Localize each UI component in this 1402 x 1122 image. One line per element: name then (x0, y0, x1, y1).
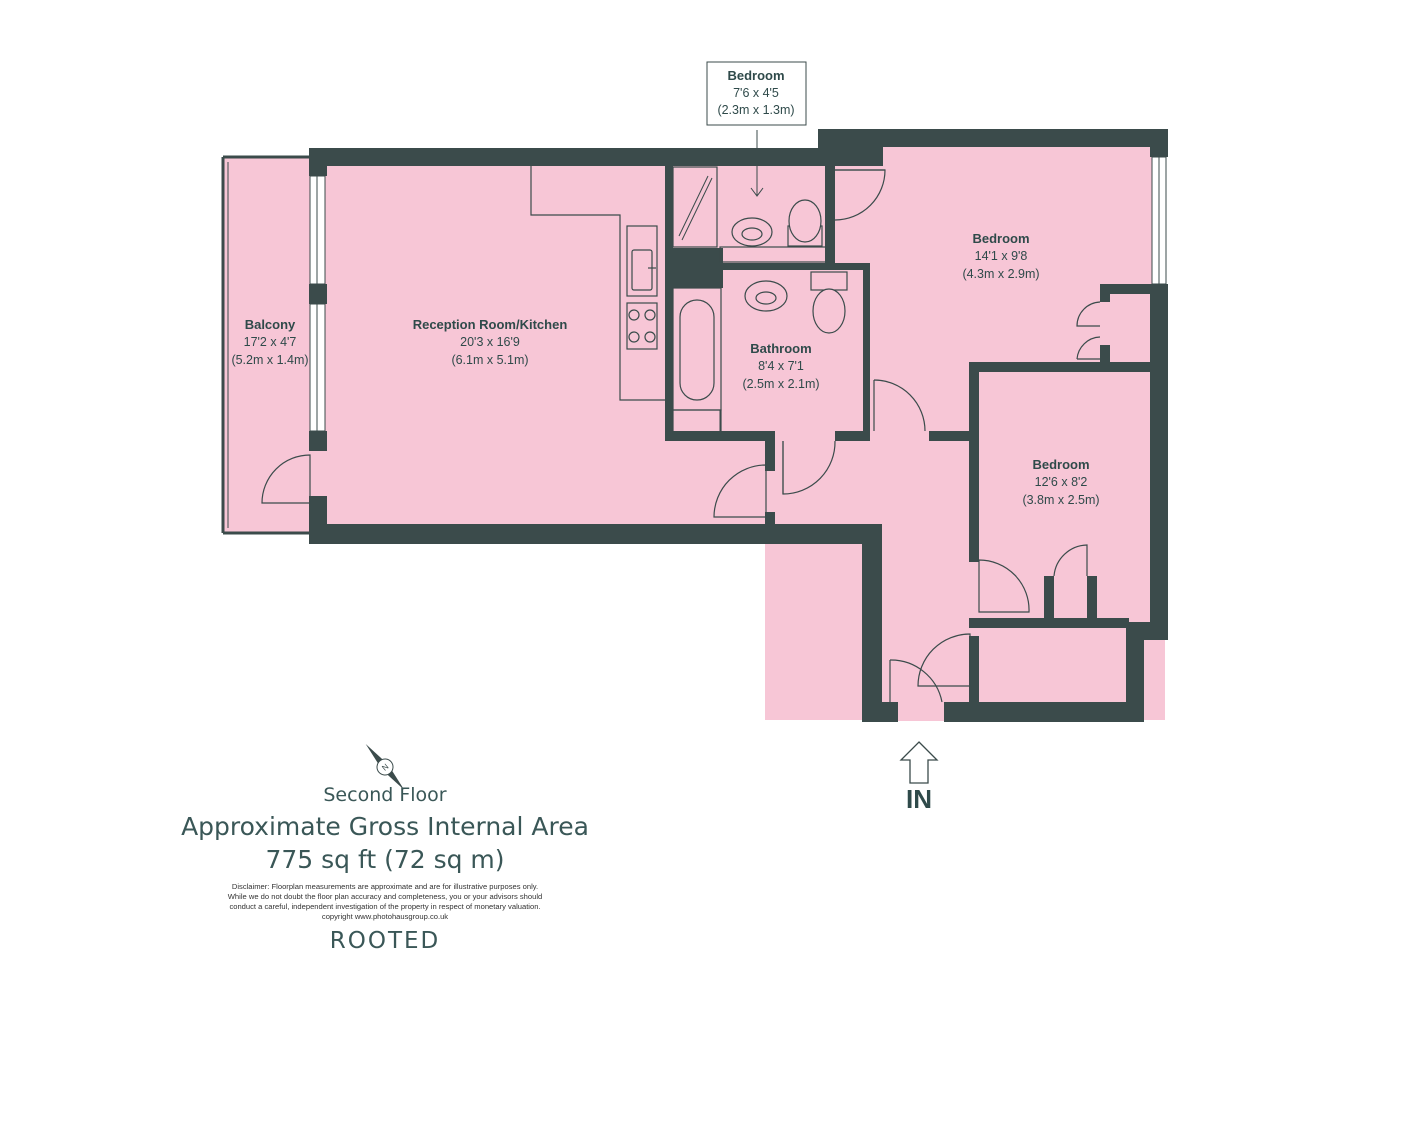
wc-bathroom-cistern (810, 271, 848, 291)
wall-bath-south (665, 431, 775, 441)
wall-east-bottom (1126, 622, 1168, 640)
bedroom-2-metric: (3.8m x 2.5m) (1022, 493, 1099, 507)
wall-hall-door-top (765, 431, 775, 471)
door-bedroom-1 (873, 379, 926, 432)
compass-letter: N (380, 762, 390, 773)
entrance-arrow-icon (899, 741, 939, 784)
hall-floor (765, 430, 865, 720)
bathroom-name: Bathroom (750, 341, 811, 356)
walls (309, 129, 1168, 722)
wall-bath-west (665, 157, 673, 439)
disclaimer-line-4: copyright www.photohausgroup.co.uk (321, 912, 449, 921)
floor-info: Second Floor Approximate Gross Internal … (175, 784, 595, 954)
area-title: Approximate Gross Internal Area (181, 812, 589, 841)
kitchen-units (530, 166, 665, 401)
balcony-name: Balcony (245, 317, 296, 332)
compass-icon: N (365, 744, 405, 790)
wc-ensuite (788, 199, 822, 243)
disclaimer: Disclaimer: Floorplan measurements are a… (175, 882, 595, 922)
wall-wardrobe-a (1044, 576, 1054, 622)
door-reception (713, 464, 767, 518)
wall-west-top (309, 148, 327, 176)
wall-cupboard-west (969, 636, 979, 704)
door-wardrobe (1053, 544, 1088, 577)
doors (261, 169, 1101, 703)
wall-bed1-closet-side (1100, 284, 1110, 302)
floor-name: Second Floor (323, 784, 447, 806)
disclaimer-line-3: conduct a careful, independent investiga… (229, 902, 541, 911)
small-bedroom-imperial: 7'6 x 4'5 (733, 86, 779, 100)
room-labels: Balcony 17'2 x 4'7 (5.2m x 1.4m) Recepti… (231, 231, 1099, 507)
entrance-gap (898, 703, 944, 721)
wall-bed2-south (969, 618, 1129, 628)
bathroom-metric: (2.5m x 2.1m) (742, 377, 819, 391)
bathroom-imperial: 8'4 x 7'1 (758, 359, 804, 373)
wall-north (309, 148, 819, 166)
kitchen-sink (626, 225, 658, 297)
door-bathroom (782, 440, 836, 495)
balcony-outline (221, 155, 310, 535)
entrance-marker: IN (899, 741, 939, 814)
wall-bath-block (665, 248, 723, 288)
wall-hall-stub (929, 431, 974, 441)
wall-bath-north (720, 263, 870, 270)
bedroom-2-name: Bedroom (1032, 457, 1089, 472)
wall-bath-east (863, 263, 870, 441)
area-value: 775 sq ft (72 sq m) (265, 845, 505, 874)
balcony-metric: (5.2m x 1.4m) (231, 353, 308, 367)
wall-west-mid (309, 284, 327, 304)
door-bedroom-2 (978, 559, 1030, 613)
small-bedroom-callout: Bedroom 7'6 x 4'5 (2.3m x 1.3m) (706, 61, 807, 197)
door-cupboard (917, 633, 971, 687)
door-ensuite (834, 169, 886, 221)
door-balcony (261, 454, 311, 504)
wc-bathroom (812, 288, 846, 334)
door-entrance (889, 659, 943, 703)
wall-bed2-west (969, 362, 979, 562)
bedroom-1-metric: (4.3m x 2.9m) (962, 267, 1039, 281)
wall-bed1-closet-bottom (1100, 345, 1110, 365)
wall-north-east (818, 129, 1168, 147)
wall-west-lower (309, 431, 327, 451)
wall-cupboard-east (1126, 622, 1144, 722)
kitchen-hob (626, 302, 658, 350)
wall-entrance-right (944, 702, 1144, 722)
bedroom-2-imperial: 12'6 x 8'2 (1035, 475, 1088, 489)
fixtures (672, 166, 848, 435)
wall-wc-east (825, 157, 835, 269)
wall-south (309, 524, 881, 544)
windows (309, 156, 1167, 721)
wall-bed2-north (969, 362, 1159, 372)
small-bedroom-metric: (2.3m x 1.3m) (717, 103, 794, 117)
bedroom-1-name: Bedroom (972, 231, 1029, 246)
disclaimer-line-1: Disclaimer: Floorplan measurements are a… (231, 882, 539, 891)
reception-name: Reception Room/Kitchen (413, 317, 568, 332)
small-bedroom-name: Bedroom (727, 68, 784, 83)
floor-areas (223, 140, 1165, 720)
reception-metric: (6.1m x 5.1m) (451, 353, 528, 367)
wall-bed1-closet-top (1100, 284, 1160, 294)
balcony-imperial: 17'2 x 4'7 (244, 335, 297, 349)
balcony-floor (223, 157, 317, 533)
wall-hall-west (862, 524, 882, 722)
wall-east-top (1150, 129, 1168, 157)
wall-hall-door-bottom (765, 512, 775, 532)
bedroom-1-imperial: 14'1 x 9'8 (975, 249, 1028, 263)
east-floor (860, 140, 1165, 720)
wall-wardrobe-b (1087, 576, 1097, 622)
wall-entrance-left (862, 702, 898, 722)
reception-imperial: 20'3 x 16'9 (460, 335, 520, 349)
wall-bath-south-right (835, 431, 870, 441)
disclaimer-line-2: While we do not doubt the floor plan acc… (227, 892, 543, 901)
agency-logo: ROOTED (329, 928, 441, 954)
door-bed1-closet (1076, 301, 1101, 360)
shower-tray (672, 166, 718, 248)
wall-east (1150, 284, 1168, 640)
entrance-label: IN (906, 784, 932, 814)
